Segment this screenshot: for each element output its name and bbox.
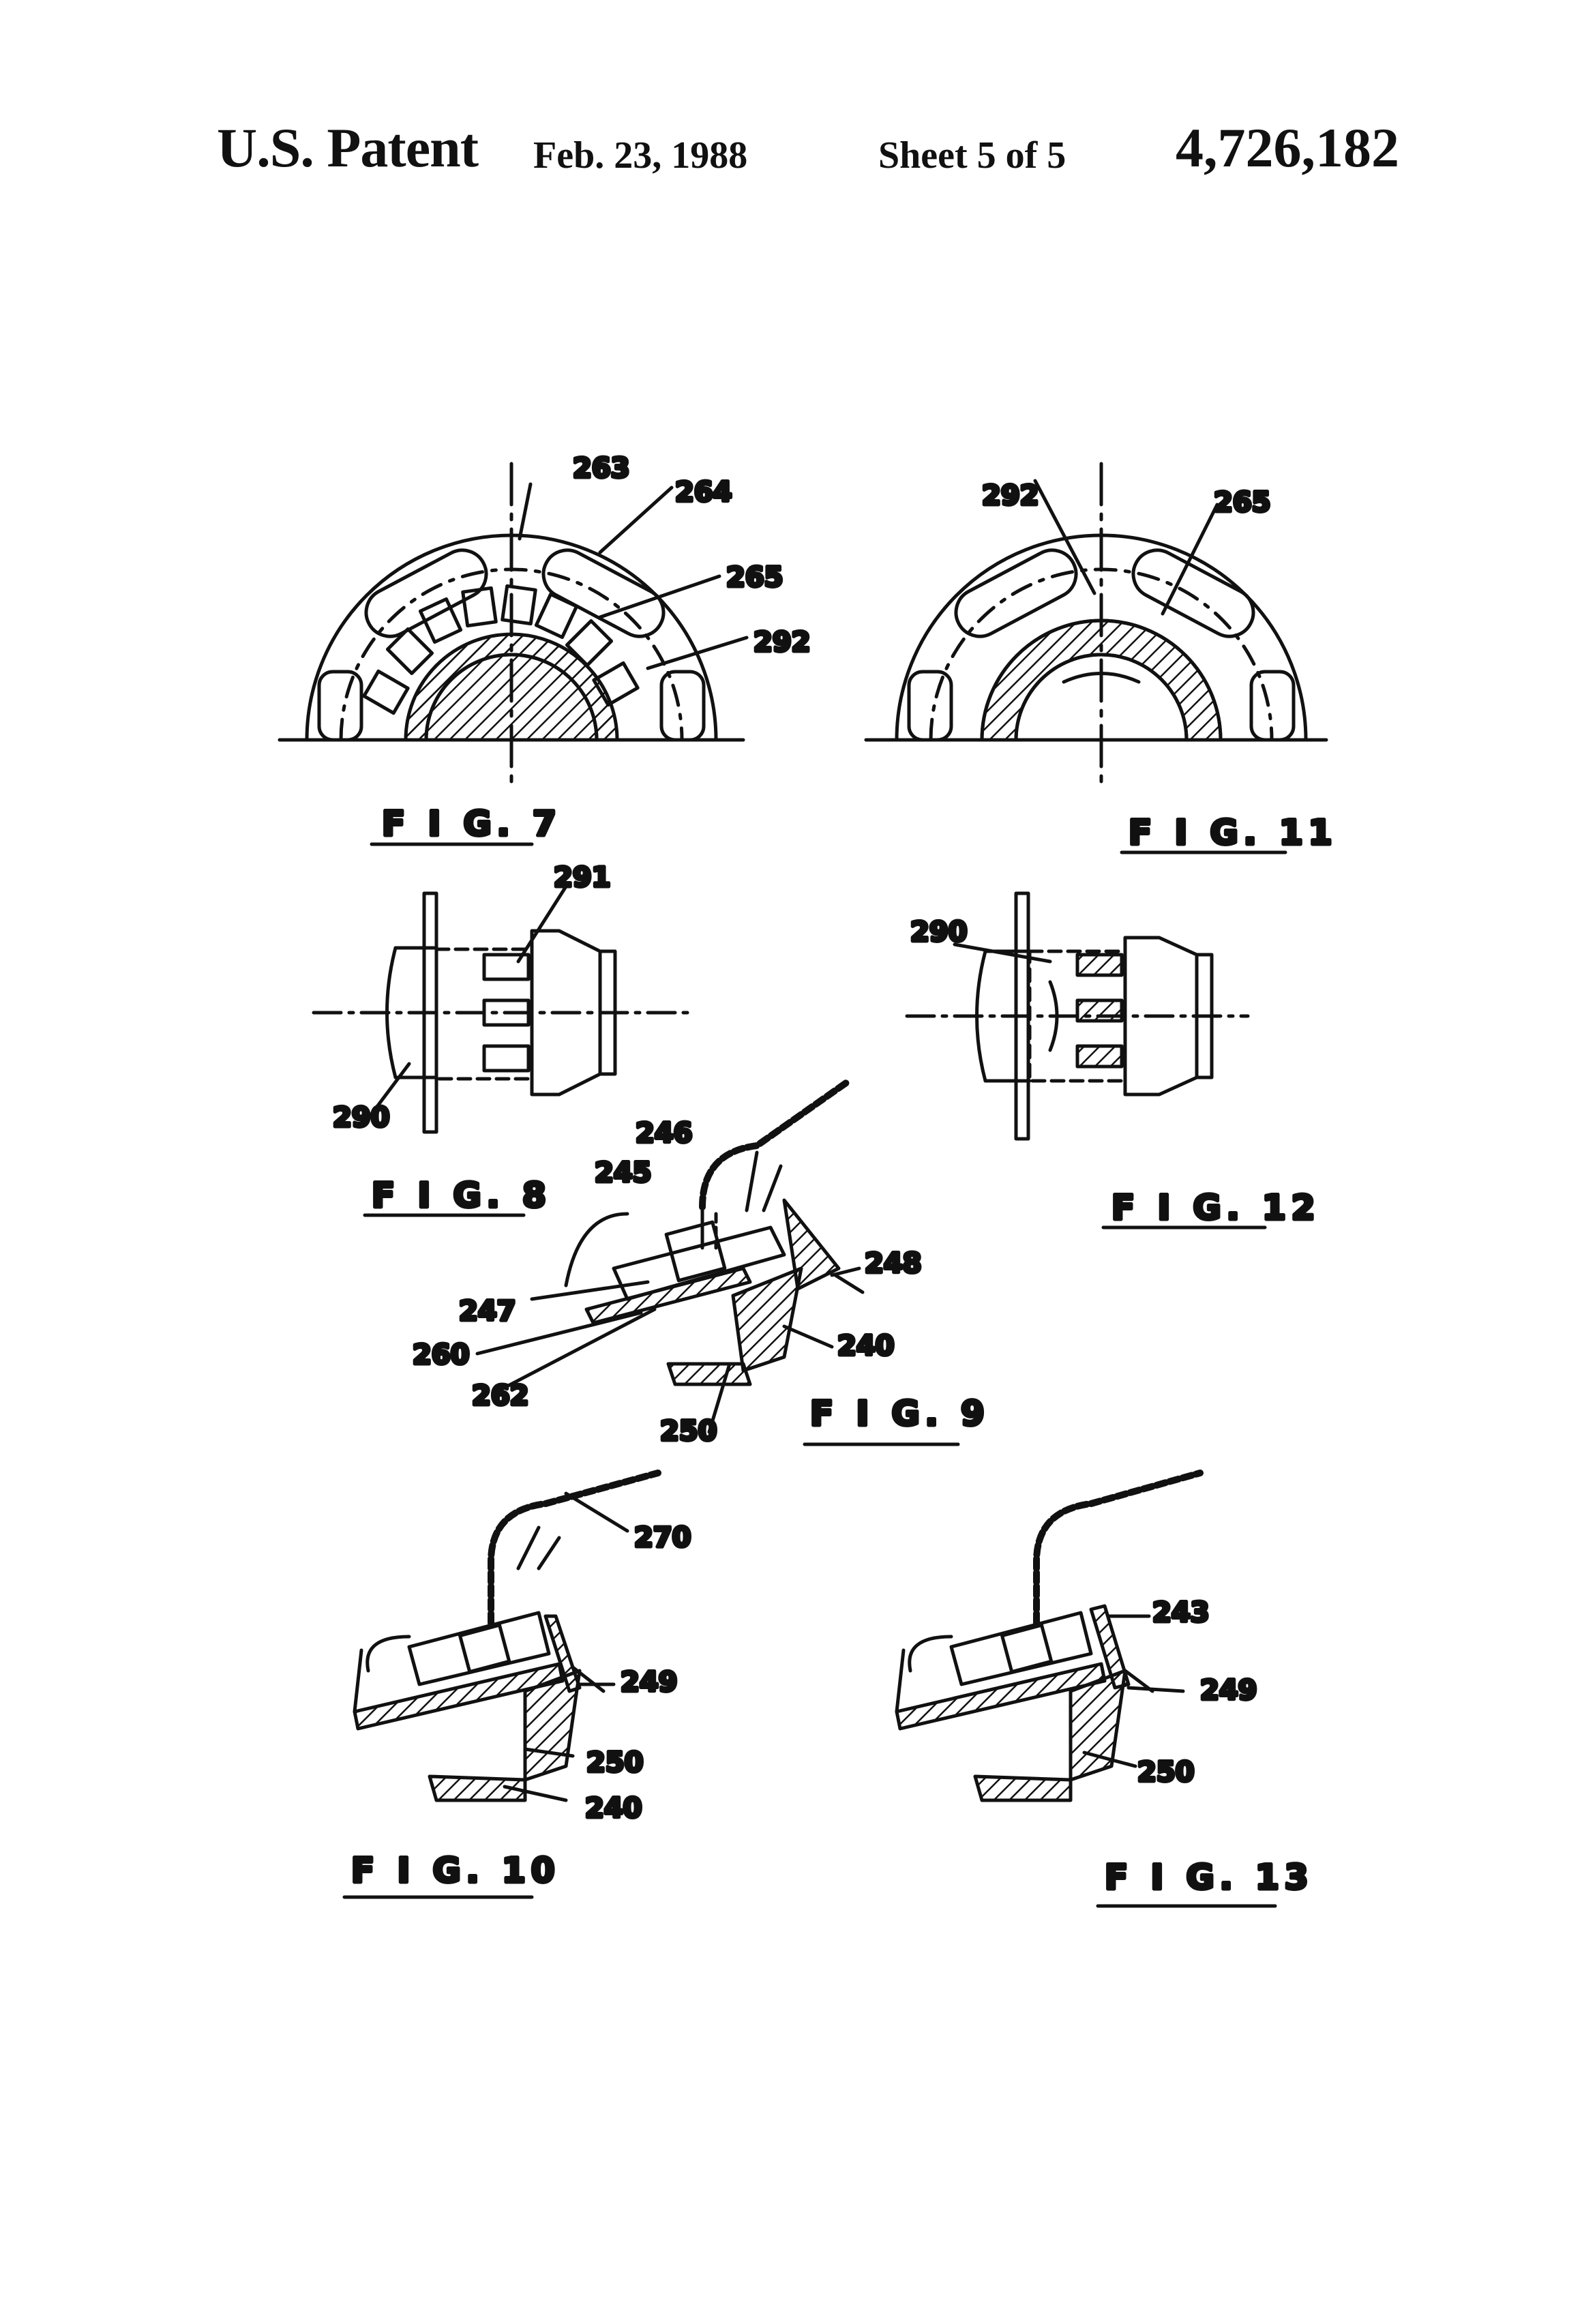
fig13-drawing <box>897 1473 1200 1800</box>
fig13-label-243: 243 <box>1152 1597 1210 1628</box>
fig9-label-246: 246 <box>636 1118 693 1149</box>
fig9-label-248: 248 <box>865 1248 922 1279</box>
fig8-drawing <box>314 887 696 1132</box>
fig10-label-249: 249 <box>621 1667 678 1698</box>
fig12-caption: F I G. 12 <box>1111 1188 1321 1227</box>
fig11-label-292: 292 <box>982 480 1039 511</box>
fig13-label-250: 250 <box>1137 1757 1195 1788</box>
fig9-label-247: 247 <box>459 1296 516 1327</box>
fig13-label-249: 249 <box>1200 1675 1257 1706</box>
fig11-label-265: 265 <box>1214 487 1271 518</box>
fig7-caption: F I G. 7 <box>382 804 562 844</box>
fig8-label-291: 291 <box>554 862 611 893</box>
fig12-label-290: 290 <box>910 917 968 948</box>
fig7-label-292: 292 <box>753 627 811 658</box>
fig9-label-262: 262 <box>472 1380 529 1412</box>
fig8-caption: F I G. 8 <box>372 1176 552 1215</box>
fig9-label-260: 260 <box>413 1339 470 1371</box>
fig10-label-270: 270 <box>634 1522 691 1553</box>
fig8-label-290: 290 <box>333 1102 390 1133</box>
fig10-label-240: 240 <box>585 1793 642 1824</box>
fig10-caption: F I G. 10 <box>351 1851 561 1890</box>
fig13-caption: F I G. 13 <box>1105 1858 1314 1897</box>
fig7-drawing <box>280 464 747 784</box>
fig9-label-245: 245 <box>595 1157 652 1189</box>
fig7-label-265: 265 <box>726 562 783 593</box>
fig11-caption: F I G. 11 <box>1129 813 1338 852</box>
fig7-label-263: 263 <box>573 453 630 484</box>
fig9-label-240: 240 <box>837 1330 895 1362</box>
fig10-label-250: 250 <box>586 1747 644 1778</box>
fig9-label-250: 250 <box>660 1416 717 1447</box>
fig9-caption: F I G. 9 <box>810 1394 990 1433</box>
fig7-label-264: 264 <box>675 477 732 508</box>
